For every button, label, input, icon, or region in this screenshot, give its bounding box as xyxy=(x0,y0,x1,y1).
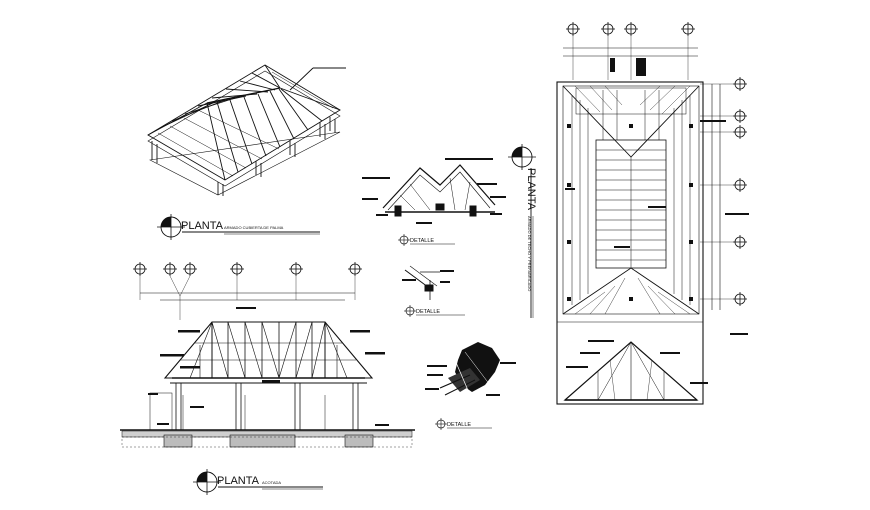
view-subtitle: ARMADO DE TECHO Y PREFABRICADO xyxy=(527,216,532,291)
view-subtitle: ACOTADA xyxy=(262,480,281,485)
view-title-wood-structure: PLANTA ARMADO DE TECHO Y PREFABRICADO xyxy=(508,144,537,318)
annotation-leaders-detail-connection xyxy=(402,270,454,283)
view-title: PLANTA xyxy=(217,475,260,487)
grid-bubbles-plan-right xyxy=(700,77,747,310)
elevation-drawing xyxy=(120,321,415,448)
detail-title: DETALLE xyxy=(410,238,434,244)
view-title-elevation: PLANTA ACOTADA xyxy=(193,469,323,495)
detail-title-truss: DETALLE xyxy=(398,234,455,246)
detail-title-connection: DETALLE xyxy=(404,305,465,317)
detail-title: DETALLE xyxy=(447,422,471,428)
annotation-leaders-detail-truss xyxy=(362,158,506,224)
plan-roof-drawing xyxy=(556,58,704,405)
annotation-leaders-plan xyxy=(565,120,749,384)
view-subtitle: ARMADO CUBIERTA DE PALMA xyxy=(224,225,284,230)
annotation-leaders-elevation xyxy=(148,307,389,426)
view-title-roof-structure: PLANTA ARMADO CUBIERTA DE PALMA xyxy=(157,214,320,240)
annotation-leaders-detail-knot xyxy=(425,362,516,396)
grid-bubbles-plan-top xyxy=(563,22,698,80)
detail-truss-drawing xyxy=(382,164,496,217)
detail-title: DETALLE xyxy=(416,309,440,315)
view-title: PLANTA xyxy=(181,220,224,232)
grid-bubbles-elevation xyxy=(133,262,362,320)
detail-title-knot: DETALLE xyxy=(435,418,492,430)
detail-connection-drawing xyxy=(404,265,440,300)
detail-knot-drawing xyxy=(439,342,500,396)
isometric-roof-drawing xyxy=(147,64,346,196)
